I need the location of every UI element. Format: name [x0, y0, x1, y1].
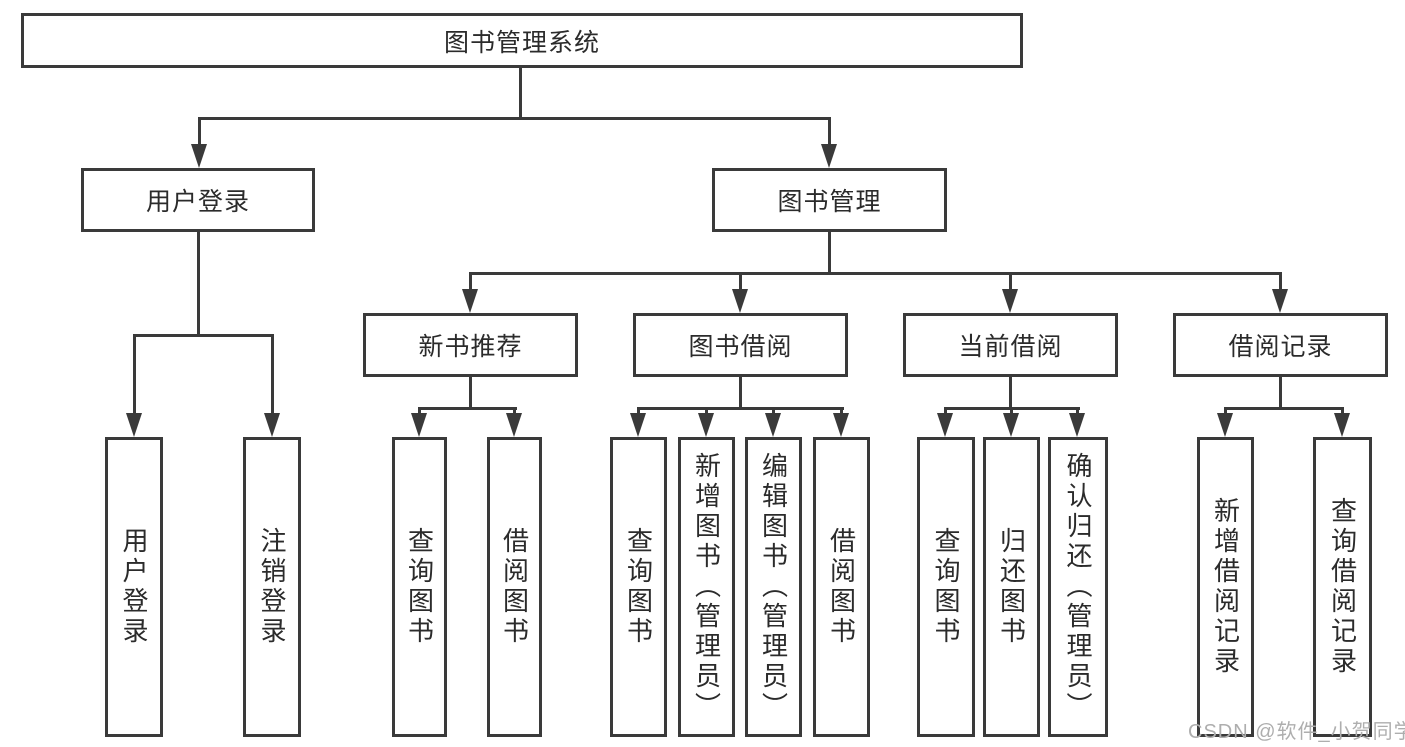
- connector-line: [418, 407, 421, 417]
- arrow-down-icon: [698, 413, 714, 437]
- connector-line: [1341, 407, 1344, 417]
- leaf-query-book-current: 查询图书: [917, 437, 975, 737]
- arrow-down-icon: [264, 413, 280, 437]
- connector-line: [133, 334, 136, 415]
- leaf-add-book-admin: 新增图书（管理员）: [678, 437, 735, 737]
- connector-line: [469, 272, 472, 291]
- connector-line: [1279, 272, 1282, 291]
- arrow-down-icon: [630, 413, 646, 437]
- connector-line: [197, 232, 200, 334]
- arrow-down-icon: [411, 413, 427, 437]
- arrow-down-icon: [765, 413, 781, 437]
- arrow-down-icon: [1334, 413, 1350, 437]
- node-library-management-system: 图书管理系统: [21, 13, 1023, 68]
- arrow-down-icon: [191, 144, 207, 168]
- connector-line: [705, 407, 708, 417]
- node-current-borrowing: 当前借阅: [903, 313, 1118, 377]
- leaf-query-borrow-record: 查询借阅记录: [1313, 437, 1372, 737]
- arrow-down-icon: [126, 413, 142, 437]
- connector-line: [1010, 407, 1013, 417]
- leaf-add-borrow-record: 新增借阅记录: [1197, 437, 1254, 737]
- connector-line: [1279, 377, 1282, 407]
- arrow-down-icon: [821, 144, 837, 168]
- connector-line: [1076, 407, 1079, 417]
- connector-line: [469, 377, 472, 407]
- node-borrowing-records: 借阅记录: [1173, 313, 1388, 377]
- leaf-edit-book-admin: 编辑图书（管理员）: [745, 437, 802, 737]
- node-new-book-recommend: 新书推荐: [363, 313, 578, 377]
- connector-line: [828, 232, 831, 272]
- arrow-down-icon: [506, 413, 522, 437]
- connector-line: [519, 68, 522, 117]
- node-book-borrowing: 图书借阅: [633, 313, 848, 377]
- node-book-management: 图书管理: [712, 168, 947, 232]
- arrow-down-icon: [732, 289, 748, 313]
- arrow-down-icon: [1272, 289, 1288, 313]
- leaf-borrow-book: 借阅图书: [813, 437, 870, 737]
- leaf-query-book-borrowing: 查询图书: [610, 437, 667, 737]
- connector-line: [469, 272, 1282, 275]
- connector-line: [198, 117, 201, 146]
- connector-line: [133, 334, 274, 337]
- arrow-down-icon: [1002, 289, 1018, 313]
- connector-line: [418, 407, 517, 410]
- connector-line: [637, 407, 640, 417]
- connector-line: [1009, 272, 1012, 291]
- arrow-down-icon: [833, 413, 849, 437]
- leaf-return-book: 归还图书: [983, 437, 1040, 737]
- leaf-user-login: 用户登录: [105, 437, 163, 737]
- leaf-borrow-book-recommend: 借阅图书: [487, 437, 542, 737]
- connector-line: [1224, 407, 1344, 410]
- arrow-down-icon: [462, 289, 478, 313]
- connector-line: [271, 334, 274, 415]
- connector-line: [828, 117, 831, 146]
- connector-line: [1009, 377, 1012, 407]
- connector-line: [739, 377, 742, 407]
- connector-line: [1224, 407, 1227, 417]
- connector-line: [198, 117, 831, 120]
- leaf-confirm-return-admin: 确认归还（管理员）: [1048, 437, 1108, 737]
- connector-line: [637, 407, 844, 410]
- arrow-down-icon: [1217, 413, 1233, 437]
- arrow-down-icon: [1003, 413, 1019, 437]
- leaf-logout: 注销登录: [243, 437, 301, 737]
- leaf-query-book-recommend: 查询图书: [392, 437, 447, 737]
- connector-line: [772, 407, 775, 417]
- csdn-watermark: CSDN @软件_小贺同学: [1188, 721, 1405, 743]
- arrow-down-icon: [937, 413, 953, 437]
- arrow-down-icon: [1069, 413, 1085, 437]
- node-user-login: 用户登录: [81, 168, 315, 232]
- connector-line: [840, 407, 843, 417]
- connector-line: [739, 272, 742, 291]
- connector-line: [944, 407, 947, 417]
- connector-line: [513, 407, 516, 417]
